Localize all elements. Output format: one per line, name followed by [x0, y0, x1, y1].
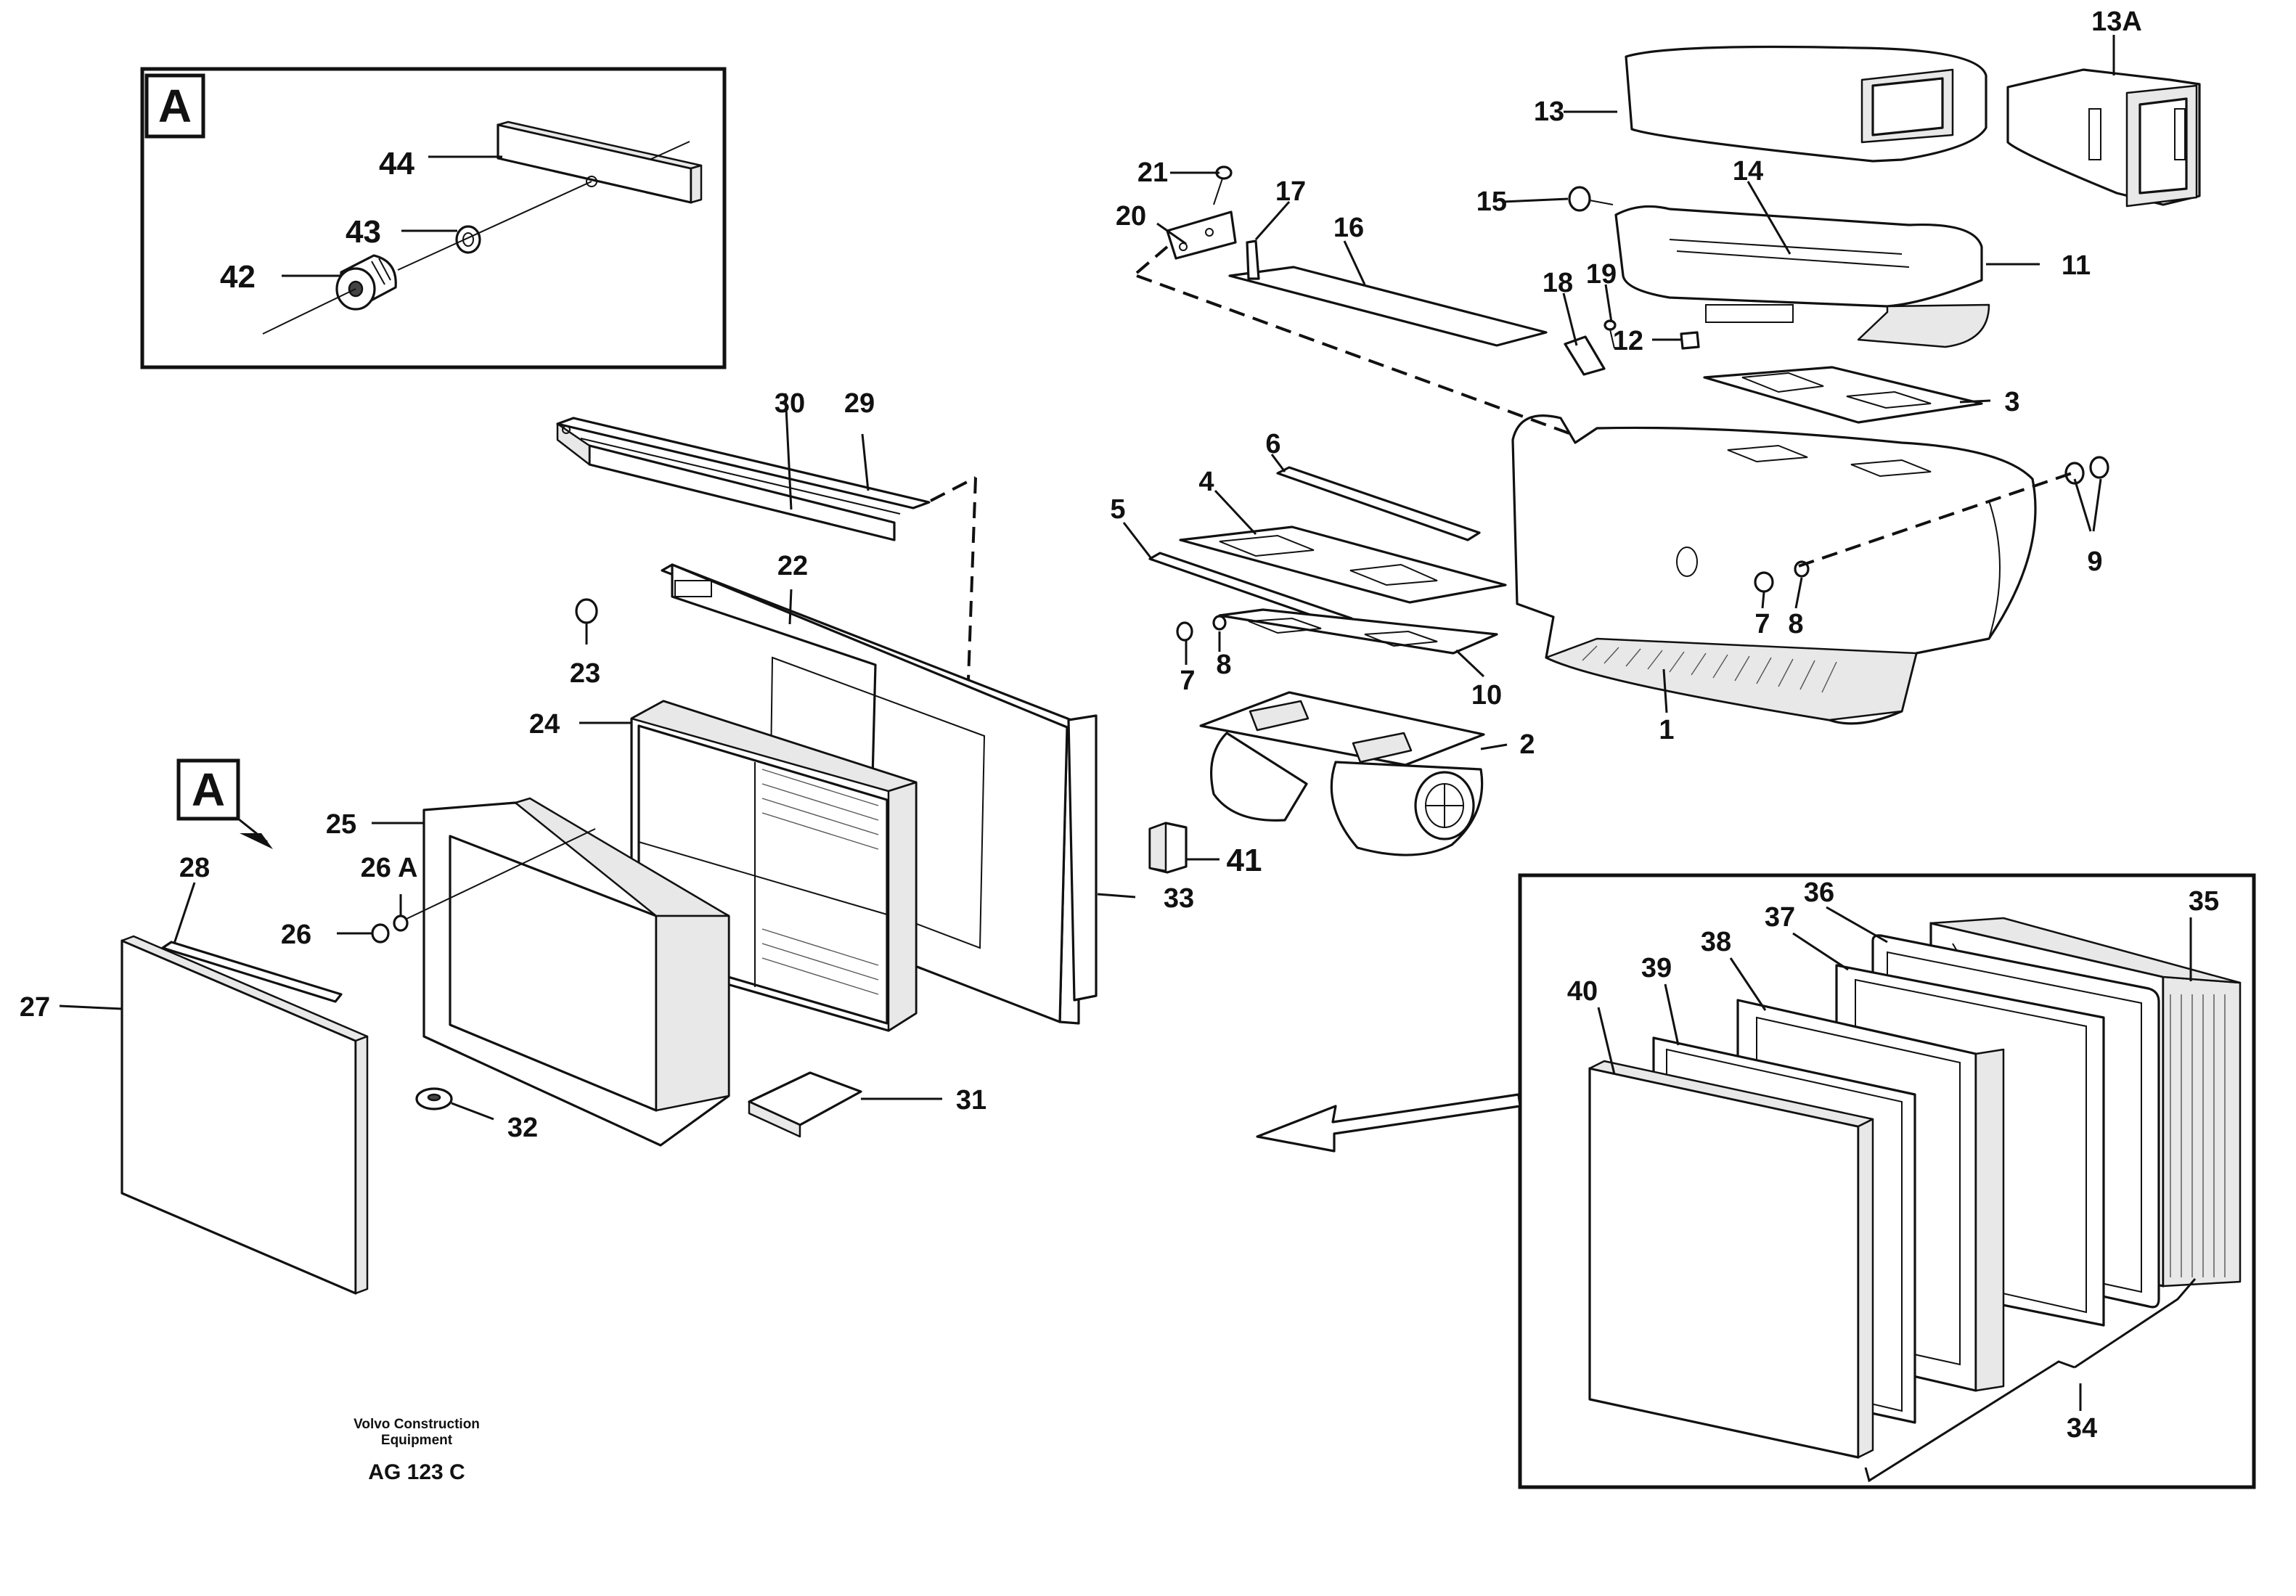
label-23: 23 — [570, 658, 600, 689]
label-39: 39 — [1641, 953, 1672, 983]
part-25-frame — [422, 797, 730, 1147]
part-6-strip — [1276, 466, 1481, 541]
drawing-code: AG 123 C — [368, 1460, 465, 1484]
label-28: 28 — [179, 853, 210, 883]
label-16: 16 — [1333, 213, 1364, 243]
label-13: 13 — [1534, 97, 1564, 127]
detail-a-pointer-letter: A — [192, 764, 225, 816]
label-34: 34 — [2067, 1413, 2097, 1444]
label-8a: 8 — [1216, 650, 1231, 680]
label-43: 43 — [346, 214, 381, 250]
company-line-1: Volvo Construction — [354, 1417, 480, 1432]
part-43-washer — [455, 225, 481, 254]
label-6: 6 — [1265, 429, 1280, 459]
part-12-clip — [1680, 331, 1700, 350]
label-4: 4 — [1198, 467, 1214, 497]
label-37: 37 — [1765, 902, 1795, 933]
part-11-tray — [1614, 205, 1990, 348]
label-32: 32 — [507, 1113, 538, 1143]
duct-assembly: 13 13A 11 15 14 12 3 16 17 21 20 18 19 9… — [1110, 7, 2201, 878]
label-33: 33 — [1164, 883, 1194, 914]
part-40-cover — [1588, 1060, 1874, 1459]
part-4-gasket — [1179, 525, 1507, 604]
part-20-bracket — [1166, 210, 1237, 260]
part-26-nut — [371, 914, 409, 944]
label-10: 10 — [1471, 680, 1502, 711]
label-18: 18 — [1543, 268, 1573, 298]
part-23-nut — [575, 598, 598, 624]
label-35: 35 — [2189, 886, 2219, 917]
part-9-washers — [2064, 456, 2109, 485]
part-28-strip — [161, 941, 343, 1003]
part-32-grommet — [415, 1087, 453, 1110]
part-16-plate — [1228, 240, 1548, 347]
label-30: 30 — [775, 388, 805, 419]
label-5: 5 — [1110, 494, 1125, 525]
label-44: 44 — [379, 146, 414, 181]
detail-a-pointer: A — [176, 758, 273, 849]
label-8b: 8 — [1788, 609, 1803, 639]
company-line-2: Equipment — [381, 1433, 453, 1448]
label-31: 31 — [956, 1085, 986, 1116]
label-12: 12 — [1613, 326, 1643, 356]
label-42: 42 — [220, 259, 256, 295]
detail-pointer-arrow — [1256, 1093, 1521, 1153]
detail-a-inset: A 44 43 42 — [140, 67, 727, 369]
label-17: 17 — [1275, 176, 1306, 207]
part-42-knob — [335, 254, 397, 311]
part-44-plate — [497, 120, 703, 204]
part-27-cover — [120, 935, 369, 1295]
bracket-34 — [1864, 1360, 2075, 1483]
label-27: 27 — [20, 992, 50, 1023]
label-3: 3 — [2004, 387, 2019, 417]
part-10-gasket — [1218, 608, 1498, 655]
label-38: 38 — [1701, 927, 1731, 957]
label-22: 22 — [777, 551, 808, 581]
label-20: 20 — [1116, 201, 1146, 232]
label-29: 29 — [844, 388, 875, 419]
label-14: 14 — [1733, 156, 1763, 187]
label-25: 25 — [326, 809, 356, 840]
label-7a: 7 — [1180, 666, 1195, 696]
label-2: 2 — [1519, 729, 1535, 760]
label-1: 1 — [1659, 715, 1674, 745]
label-7b: 7 — [1754, 609, 1770, 639]
label-11: 11 — [2062, 250, 2091, 281]
drawing-footer: Volvo Construction Equipment AG 123 C — [354, 1417, 480, 1484]
part-41-block — [1148, 822, 1188, 874]
part-3-gasket — [1703, 366, 1983, 424]
label-19: 19 — [1586, 259, 1617, 290]
part-18-clip — [1564, 335, 1606, 376]
part-13-top-cover — [1625, 45, 1987, 163]
part-15-screw — [1568, 186, 1614, 212]
label-41: 41 — [1227, 843, 1262, 878]
panel-assembly: A 30 29 22 23 24 25 26 A 26 28 27 33 31 … — [20, 388, 1194, 1295]
part-1-housing — [1511, 414, 2037, 725]
label-36: 36 — [1804, 877, 1834, 908]
part-7-8-screw-left — [1176, 615, 1227, 642]
detail-a-letter: A — [158, 80, 192, 132]
label-40: 40 — [1567, 976, 1598, 1007]
part-33-gasket — [1067, 714, 1098, 1002]
detail-filter-inset: 40 39 38 37 36 35 34 — [1256, 873, 2256, 1489]
part-31-pad — [748, 1071, 862, 1138]
part-13a-nozzle — [2006, 68, 2201, 208]
label-15: 15 — [1476, 187, 1507, 217]
part-19-screw — [1603, 319, 1617, 349]
label-13a: 13A — [2091, 7, 2142, 37]
label-9: 9 — [2087, 547, 2102, 577]
label-21: 21 — [1137, 157, 1168, 188]
part-2-blower — [1199, 691, 1485, 856]
part-29-30-rail — [556, 417, 931, 541]
label-24: 24 — [529, 709, 560, 740]
label-26: 26 — [281, 920, 311, 950]
label-26a: 26 A — [361, 853, 418, 883]
